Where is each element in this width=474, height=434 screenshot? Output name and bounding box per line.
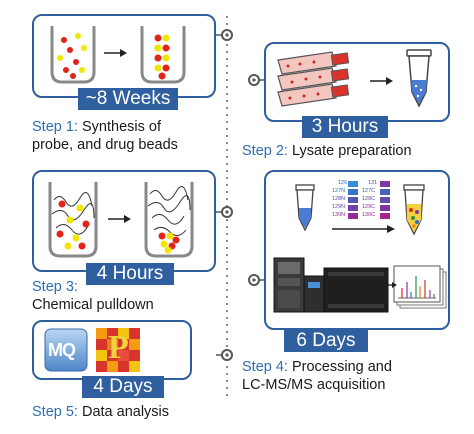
lc-ms-instrument-icon bbox=[273, 257, 389, 313]
step2-panel bbox=[264, 42, 450, 122]
tmt-tag: 129C bbox=[362, 204, 376, 210]
sample-tube-icon bbox=[295, 184, 315, 232]
pulldown-tube-left-icon bbox=[48, 182, 98, 258]
tmt-tag: 126 bbox=[338, 180, 348, 186]
maxquant-logo-text: MQ bbox=[48, 340, 76, 360]
step4-caption: Step 4: Processing and LC-MS/MS acquisit… bbox=[242, 358, 392, 394]
step5-label: Step 5: bbox=[32, 404, 78, 420]
step5-text: Data analysis bbox=[81, 404, 170, 420]
tmt-tag-grid: 126 131 127N 127C 128N 128C 129N 129C 13… bbox=[332, 180, 396, 228]
tmt-tag: 131 bbox=[368, 180, 378, 186]
labeled-sample-tube-icon bbox=[403, 184, 425, 236]
step4-label: Step 4: bbox=[242, 359, 288, 375]
arrow-icon bbox=[386, 282, 397, 288]
arrow-icon bbox=[108, 215, 131, 223]
step3-text: Chemical pulldown bbox=[32, 297, 154, 313]
lysate-tube-icon bbox=[406, 49, 432, 108]
pulldown-tube-right-icon bbox=[144, 182, 194, 258]
step4-duration: 6 Days bbox=[284, 330, 368, 352]
tmt-tag: 130N bbox=[332, 212, 346, 218]
step4-text-line2: LC-MS/MS acquisition bbox=[242, 377, 386, 393]
culture-flasks-icon bbox=[277, 51, 350, 107]
step4-panel: 126 131 127N 127C 128N 128C 129N 129C 13… bbox=[264, 170, 450, 330]
perseus-logo-text: P bbox=[108, 329, 129, 366]
arrow-icon bbox=[370, 77, 393, 85]
step5-panel: MQ P bbox=[32, 320, 192, 380]
tmt-tag: 129N bbox=[332, 204, 346, 210]
step1-duration: ~8 Weeks bbox=[78, 88, 178, 110]
step2-text: Lysate preparation bbox=[291, 143, 412, 159]
step3-label: Step 3: bbox=[32, 279, 78, 295]
step5-caption: Step 5: Data analysis bbox=[32, 403, 169, 421]
step4-text-line1: Processing and bbox=[291, 359, 392, 375]
tmt-tag: 130C bbox=[362, 212, 376, 218]
step1-text-line2: probe, and drug beads bbox=[32, 137, 178, 153]
step2-caption: Step 2: Lysate preparation bbox=[242, 142, 412, 160]
tmt-tag: 127N bbox=[332, 188, 346, 194]
tmt-tag: 127C bbox=[362, 188, 376, 194]
step3-panel bbox=[32, 170, 216, 272]
bead-tube-right-icon bbox=[140, 26, 186, 84]
step2-label: Step 2: bbox=[242, 143, 288, 159]
step3-caption: Step 3: Chemical pulldown bbox=[32, 278, 154, 314]
arrow-icon bbox=[332, 225, 395, 233]
step3-duration: 4 Hours bbox=[86, 263, 174, 285]
bead-tube-left-icon bbox=[50, 26, 96, 84]
step1-panel bbox=[32, 14, 216, 98]
ms-spectrum-icon bbox=[393, 265, 447, 309]
arrow-icon bbox=[104, 49, 127, 57]
step5-duration: 4 Days bbox=[82, 376, 164, 398]
tmt-tag: 128N bbox=[332, 196, 346, 202]
step1-text-line1: Synthesis of bbox=[81, 119, 161, 135]
step1-caption: Step 1: Synthesis of probe, and drug bea… bbox=[32, 118, 178, 154]
maxquant-logo-icon bbox=[44, 328, 88, 372]
tmt-tag: 128C bbox=[362, 196, 376, 202]
step1-label: Step 1: bbox=[32, 119, 78, 135]
step2-duration: 3 Hours bbox=[302, 116, 388, 138]
perseus-logo-icon bbox=[96, 328, 140, 372]
